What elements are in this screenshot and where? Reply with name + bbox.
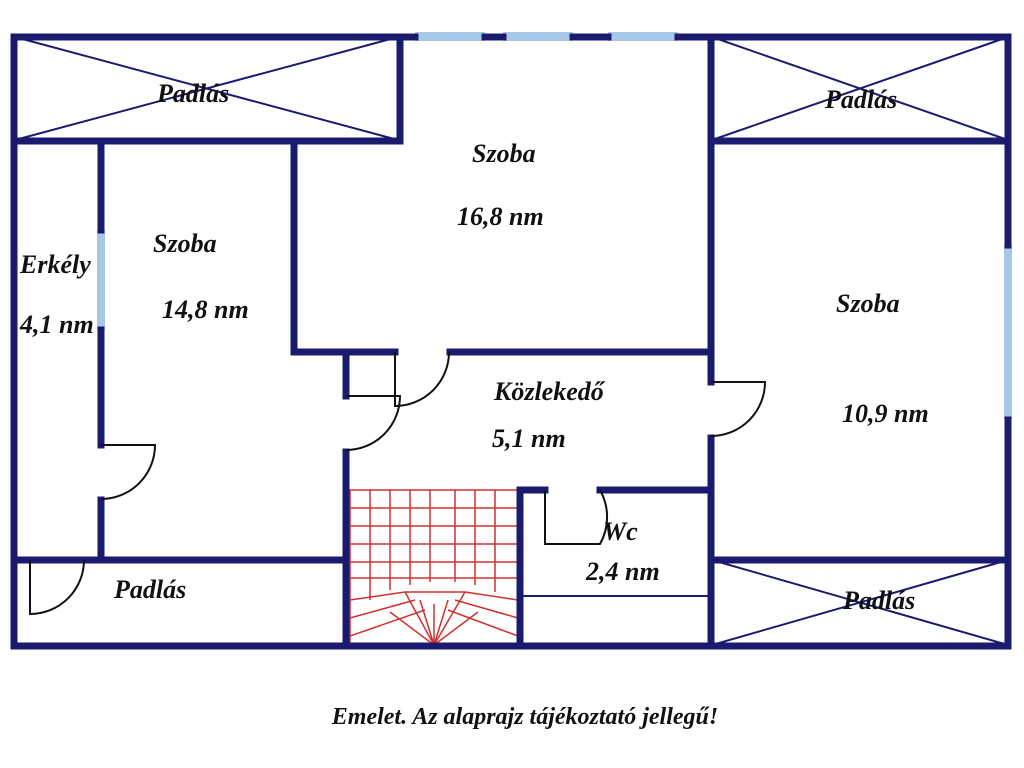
door-corridor-left (345, 395, 402, 451)
stair-line (447, 609, 519, 637)
stair-line (433, 611, 479, 646)
stairs (349, 489, 519, 646)
label-szoba-center-area: 16,8 nm (457, 202, 544, 231)
stair-line (349, 599, 416, 619)
label-szoba-center: Szoba (472, 139, 536, 168)
attic-crosses (14, 36, 1009, 646)
doors (29, 351, 767, 616)
windows (97, 32, 1012, 420)
label-erkely: Erkély (19, 250, 91, 279)
door-right-room (710, 381, 767, 437)
label-szoba-left-area: 14,8 nm (162, 295, 249, 324)
label-kozlekedo: Közlekedő (493, 377, 606, 406)
label-padlas-top-right: Padlás (824, 85, 897, 114)
stair-line (419, 599, 435, 646)
stair-line (464, 591, 519, 601)
stair-line (433, 591, 466, 646)
cross-br-2 (711, 559, 1009, 646)
label-kozlekedo-area: 5,1 nm (492, 424, 566, 453)
label-erkely-area: 4,1 nm (19, 310, 94, 339)
label-padlas-top-left: Padlás (156, 79, 229, 108)
door-center (394, 351, 450, 408)
label-szoba-right: Szoba (836, 289, 900, 318)
stair-line (389, 611, 435, 646)
window-top-2 (503, 32, 573, 41)
room-labels: Padlás Padlás Padlás Padlás Szoba 16,8 n… (19, 79, 929, 615)
caption: Emelet. Az alaprajz tájékoztató jellegű! (331, 704, 718, 730)
stair-line (404, 591, 435, 646)
window-right (1004, 245, 1012, 420)
label-szoba-right-area: 10,9 nm (842, 399, 929, 428)
window-top-3 (608, 32, 678, 41)
stair-line (454, 599, 519, 619)
door-wc (544, 489, 609, 545)
label-wc: Wc (603, 517, 638, 546)
window-top-1 (415, 32, 485, 41)
label-wc-area: 2,4 nm (585, 557, 660, 586)
door-erkely (100, 444, 157, 500)
stair-line (433, 599, 449, 646)
stair-line (349, 591, 406, 601)
walls (10, 33, 1012, 650)
label-padlas-bottom-right: Padlás (842, 586, 915, 615)
cross-tl-2 (14, 36, 399, 141)
window-left-inner (97, 230, 105, 330)
label-szoba-left: Szoba (153, 229, 217, 258)
label-padlas-bottom-left: Padlás (113, 575, 186, 604)
stair-line (349, 609, 426, 637)
door-attic-left (29, 559, 85, 616)
cross-tr-2 (711, 36, 1009, 141)
